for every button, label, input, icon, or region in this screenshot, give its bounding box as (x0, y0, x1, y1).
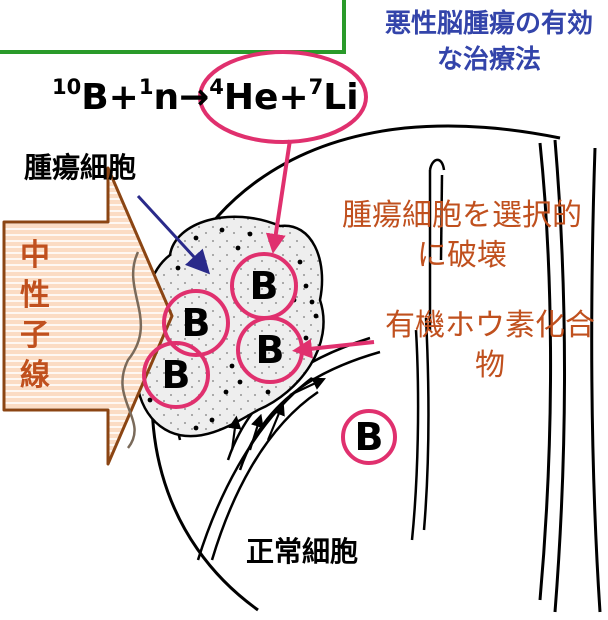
boron-label: B (249, 264, 279, 308)
reaction-arrow: → (179, 77, 210, 118)
neutron-term: n (153, 77, 180, 118)
tumor-pointer-arrow (136, 194, 211, 275)
helium-term: He+ (223, 77, 309, 118)
boron-label: B (181, 301, 211, 345)
boron-label: B (354, 415, 384, 459)
boron-mass-number: 10 (52, 75, 82, 99)
neutron-mass-number: 1 (138, 75, 154, 99)
flow-arrows (228, 377, 326, 451)
boron-term: B+ (81, 77, 139, 118)
neutron-beam-arrow (2, 166, 174, 466)
compound-pointer-arrow (292, 338, 375, 359)
organic-boron-label: 有機ホウ素化合物 (385, 308, 595, 383)
products-highlight-ellipse (198, 50, 368, 144)
boron-label: B (255, 328, 285, 372)
boron-label: B (161, 353, 191, 397)
helium-mass-number: 4 (209, 75, 224, 99)
neutron-beam-label: 中性子線 (20, 238, 50, 393)
tumor-cell-label: 腫瘍細胞 (24, 151, 137, 184)
boron-circles (142, 252, 397, 465)
title-box (0, 0, 346, 54)
reaction-pointer-arrow (265, 139, 292, 254)
normal-cell-label: 正常細胞 (246, 535, 359, 568)
subtitle: 悪性脳腫瘍の有効な治療法 (384, 9, 593, 75)
selective-destroy-label: 腫瘍細胞を選択的に破壊 (342, 198, 582, 273)
beam-edge-wave (121, 251, 143, 449)
lithium-term: Li (323, 77, 359, 118)
reaction-equation: 10B+1n→4He+7Li (52, 75, 359, 118)
lithium-mass-number: 7 (308, 75, 324, 99)
